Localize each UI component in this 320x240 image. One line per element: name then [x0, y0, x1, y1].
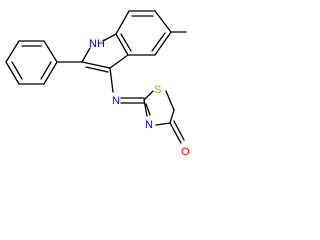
- imine-double-bond: [120, 97, 145, 104]
- carbonyl-oxygen-label: O: [181, 146, 190, 158]
- thiazole-nitrogen-label: N: [145, 119, 153, 131]
- molecule-structure: NH N S N O: [5, 10, 190, 158]
- phenyl-ring: [5, 40, 58, 85]
- indole-benzene-ring: [115, 10, 172, 56]
- indole-nh-label: NH: [89, 38, 105, 50]
- c3-imine-bond: [109, 67, 114, 93]
- imine-nitrogen-label: N: [112, 95, 120, 107]
- thiazolidinone-ring: [143, 90, 175, 126]
- thiazole-sulfur-label: S: [154, 84, 161, 96]
- carbonyl-double-bond: [169, 120, 185, 144]
- indole-pyrrole-ring: [81, 33, 129, 73]
